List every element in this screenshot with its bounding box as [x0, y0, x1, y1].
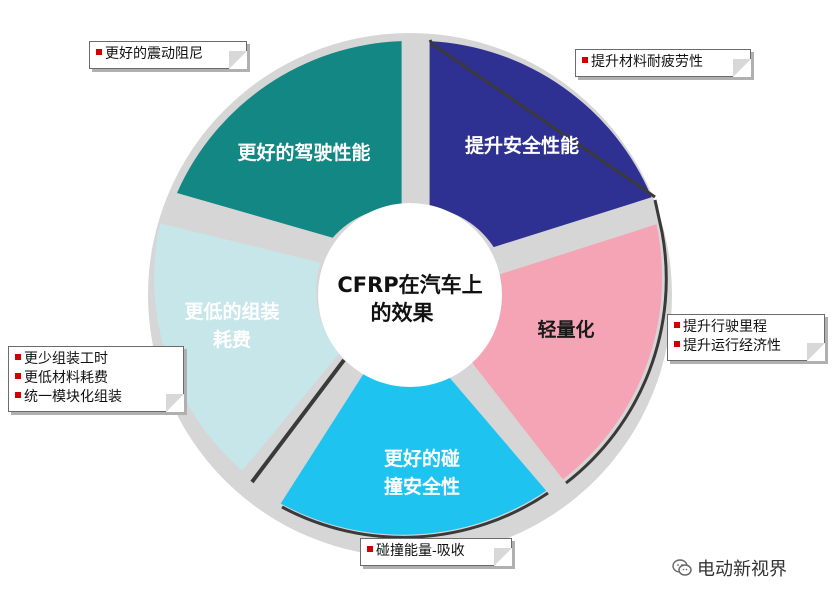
note-item: 更少组装工时 — [24, 351, 108, 367]
note-crash-energy: 碰撞能量-吸收 — [360, 538, 512, 566]
note-damping: 更好的震动阻尼 — [89, 41, 247, 69]
center-circle — [318, 203, 502, 387]
segment-driving — [177, 41, 402, 238]
watermark: 电动新视界 — [672, 555, 787, 581]
note-item: 统一模块化组装 — [24, 389, 122, 405]
center-label-line1: CFRP在汽车上 — [337, 273, 482, 297]
note-item: 碰撞能量-吸收 — [376, 543, 465, 559]
bullet-icon — [15, 373, 21, 379]
segment-label-safety: 提升安全性能 — [465, 134, 579, 157]
segment-label-crash-line1: 更好的碰 — [384, 447, 460, 470]
shadow-edge — [281, 491, 549, 539]
note-item: 提升运行经济性 — [683, 338, 781, 354]
bullet-icon — [582, 57, 588, 63]
segment-assembly — [154, 223, 341, 471]
shadow-edge — [565, 199, 668, 485]
segment-label-lightweight: 轻量化 — [537, 318, 594, 341]
bullet-icon — [674, 341, 680, 347]
wechat-icon — [672, 559, 692, 576]
note-fatigue: 提升材料耐疲劳性 — [575, 49, 751, 77]
note-item: 更低材料耗费 — [24, 370, 108, 386]
segment-label-crash-line2: 撞安全性 — [384, 475, 460, 498]
shadow-edge — [428, 39, 656, 199]
segment-crash-safety — [280, 368, 547, 535]
note-range: 提升行驶里程 提升运行经济性 — [667, 314, 825, 361]
bullet-icon — [15, 392, 21, 398]
segment-lightweight — [469, 224, 663, 480]
bullet-icon — [367, 546, 373, 552]
segment-label-driving: 更好的驾驶性能 — [237, 141, 370, 164]
bullet-icon — [674, 322, 680, 328]
note-item: 提升行驶里程 — [683, 319, 767, 335]
watermark-text: 电动新视界 — [697, 559, 787, 580]
note-item: 更好的震动阻尼 — [105, 46, 203, 62]
shadow-edge — [250, 358, 346, 484]
note-assembly: 更少组装工时 更低材料耗费 统一模块化组装 — [8, 346, 184, 412]
center-label-line2: 的效果 — [371, 301, 434, 325]
bullet-icon — [15, 354, 21, 360]
bullet-icon — [96, 49, 102, 55]
note-item: 提升材料耐疲劳性 — [591, 54, 703, 70]
segment-label-assembly-line2: 耗费 — [213, 329, 251, 351]
segment-safety — [429, 41, 652, 248]
segment-label-assembly-line1: 更低的组装 — [184, 300, 279, 323]
